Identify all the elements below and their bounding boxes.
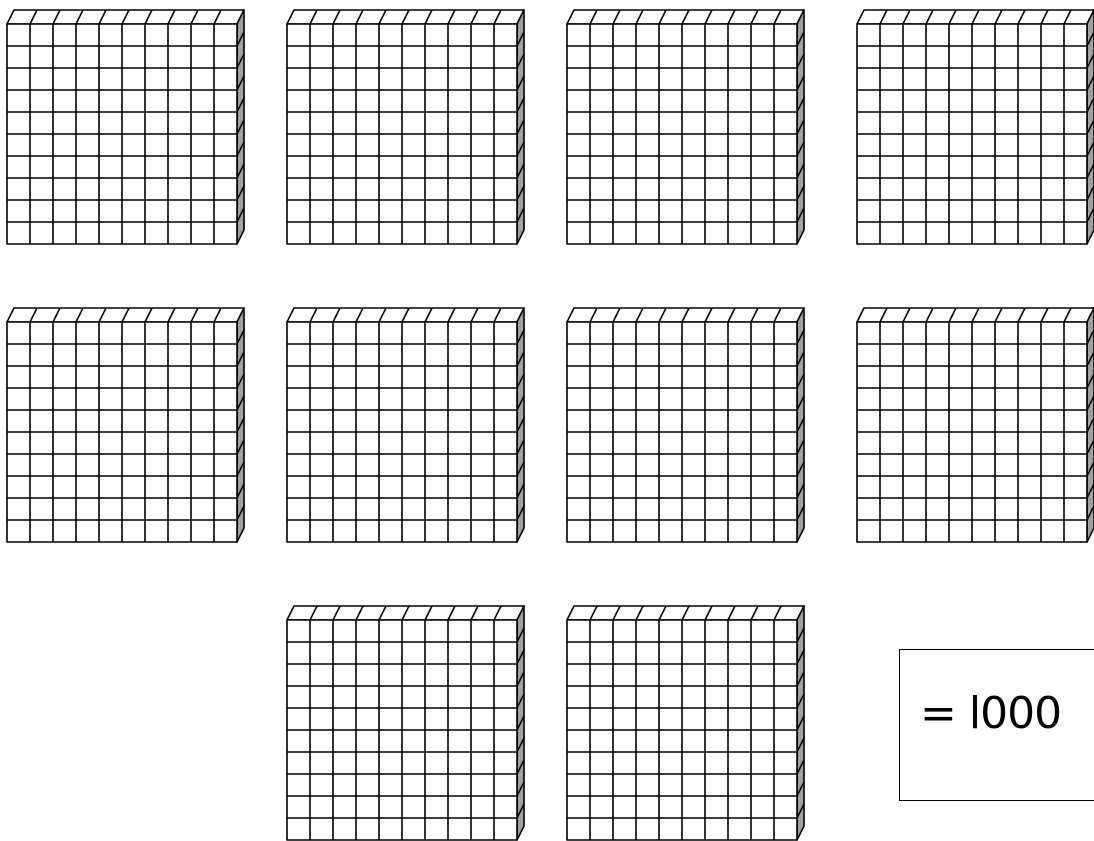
hundred-flat <box>857 308 1094 542</box>
hundred-flat <box>287 606 524 840</box>
hundred-flat <box>287 10 524 244</box>
hundred-flat <box>857 10 1094 244</box>
answer-text: = l000 <box>920 688 1061 739</box>
answer-box: = l000 <box>899 649 1094 801</box>
hundred-flat <box>7 10 244 244</box>
hundred-flat <box>7 308 244 542</box>
hundred-flat <box>287 308 524 542</box>
hundred-flat <box>567 606 804 840</box>
hundred-flat <box>567 10 804 244</box>
hundred-flat <box>567 308 804 542</box>
